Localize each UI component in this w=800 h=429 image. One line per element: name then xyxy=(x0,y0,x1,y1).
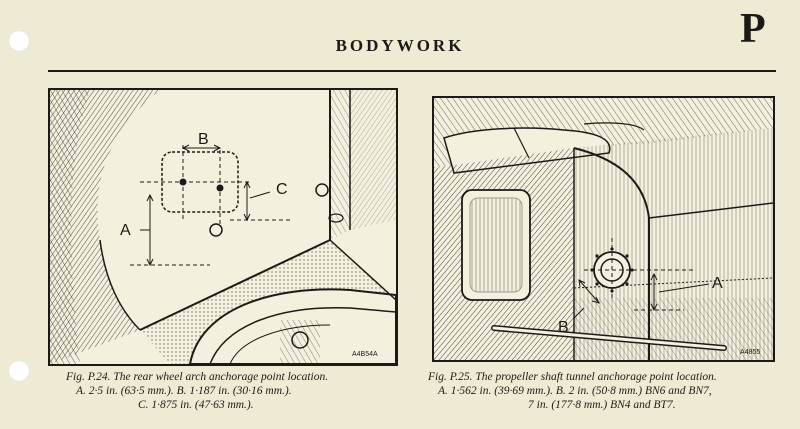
caption-line: Fig. P.24. The rear wheel arch anchorage… xyxy=(66,371,329,383)
figure-propeller-shaft-tunnel: A B A4855 xyxy=(432,96,775,362)
caption-fig-p24: Fig. P.24. The rear wheel arch anchorage… xyxy=(66,370,406,412)
caption-line: A. 1·562 in. (39·69 mm.). B. 2 in. (50·8… xyxy=(438,385,712,397)
caption-line: A. 2·5 in. (63·5 mm.). B. 1·187 in. (30·… xyxy=(76,385,292,397)
header-rule xyxy=(48,70,776,72)
figure-rear-wheel-arch: A B C A4B54A xyxy=(48,88,398,366)
caption-line: C. 1·875 in. (47·63 mm.). xyxy=(138,399,254,411)
label-a: A xyxy=(120,222,131,239)
figure-ref-code: A4B54A xyxy=(352,351,378,358)
label-b: B xyxy=(198,131,209,148)
caption-fig-p25: Fig. P.25. The propeller shaft tunnel an… xyxy=(428,370,788,412)
page-title: BODYWORK xyxy=(335,36,465,55)
section-letter: P xyxy=(740,6,766,52)
propeller-shaft-tunnel-illustration: A B A4855 xyxy=(434,98,773,360)
punch-hole-bottom xyxy=(8,360,30,382)
punch-hole-top xyxy=(8,30,30,52)
caption-line: 7 in. (177·8 mm.) BN4 and BT7. xyxy=(528,399,676,411)
label-a: A xyxy=(712,275,723,292)
label-b: B xyxy=(558,319,569,336)
label-c: C xyxy=(276,181,288,198)
rear-wheel-arch-illustration: A B C A4B54A xyxy=(50,90,396,364)
figure-ref-code: A4855 xyxy=(740,349,760,356)
caption-line: Fig. P.25. The propeller shaft tunnel an… xyxy=(428,371,717,383)
